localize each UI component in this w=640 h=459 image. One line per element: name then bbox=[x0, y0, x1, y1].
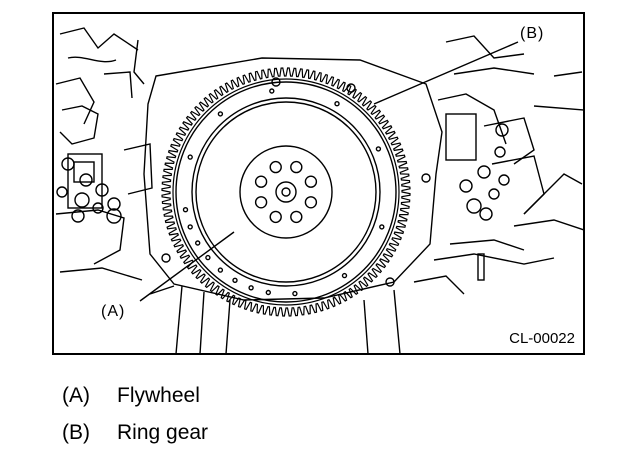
legend-label: Ring gear bbox=[117, 421, 209, 444]
plate-bolt-hole bbox=[385, 277, 395, 287]
flywheel-diagram: (A) (B) CL-00022 bbox=[52, 12, 585, 355]
hub-bolt-hole bbox=[290, 210, 303, 224]
hub-bolt-hole bbox=[269, 160, 282, 174]
rim-hole bbox=[217, 111, 224, 117]
figure-code: CL-00022 bbox=[509, 330, 575, 347]
legend-key: (A) bbox=[62, 384, 90, 407]
hub-bolt-hole bbox=[290, 160, 303, 174]
rim-hole bbox=[205, 254, 211, 261]
rim-hole bbox=[187, 154, 193, 160]
legend: (A) Flywheel (B) Ring gear bbox=[62, 385, 208, 459]
flywheel-hub bbox=[239, 145, 333, 239]
callout-a: (A) bbox=[101, 303, 126, 320]
rim-hole bbox=[265, 289, 272, 296]
flywheel bbox=[175, 81, 397, 303]
left-engine-outline bbox=[55, 27, 153, 281]
hub-bolt-hole bbox=[304, 196, 318, 209]
legend-item-ring-gear: (B) Ring gear bbox=[62, 422, 208, 459]
rim-hole bbox=[379, 224, 385, 230]
callout-b: (B) bbox=[520, 25, 545, 42]
flywheel-face-inner bbox=[195, 101, 377, 283]
legend-key: (B) bbox=[62, 421, 90, 444]
rim-hole bbox=[248, 285, 254, 291]
leader-line-a bbox=[139, 231, 235, 302]
plate-bolt-hole bbox=[161, 253, 171, 263]
flywheel-center-bore-inner bbox=[281, 187, 291, 197]
hub-bolt-hole bbox=[254, 196, 268, 209]
rim-hole bbox=[187, 224, 193, 230]
hub-bolt-hole bbox=[254, 175, 268, 188]
flywheel-face bbox=[191, 97, 381, 287]
legend-item-flywheel: (A) Flywheel bbox=[62, 385, 208, 422]
rim-hole bbox=[269, 88, 275, 94]
rim-hole bbox=[375, 146, 382, 152]
rim-hole bbox=[334, 100, 340, 107]
ring-gear bbox=[161, 67, 411, 317]
rim-hole bbox=[194, 240, 201, 246]
legend-label: Flywheel bbox=[117, 384, 200, 407]
diagram-drawing bbox=[55, 27, 583, 353]
hub-bolt-hole bbox=[304, 175, 318, 188]
ring-gear-inner-edge bbox=[172, 78, 400, 306]
rim-hole bbox=[217, 267, 224, 273]
right-engine-outline bbox=[433, 35, 583, 281]
flywheel-center-bore bbox=[275, 181, 297, 203]
rim-hole bbox=[182, 206, 189, 213]
ring-gear-teeth bbox=[161, 67, 411, 317]
rim-hole bbox=[232, 277, 238, 283]
flywheel-outer-rim bbox=[175, 81, 397, 303]
rim-hole bbox=[292, 290, 298, 297]
lower-housing-outline bbox=[149, 275, 465, 353]
rim-hole bbox=[341, 272, 348, 279]
plate-bolt-hole bbox=[421, 173, 431, 183]
leader-line-b bbox=[373, 41, 519, 105]
hub-bolt-hole bbox=[269, 210, 282, 224]
